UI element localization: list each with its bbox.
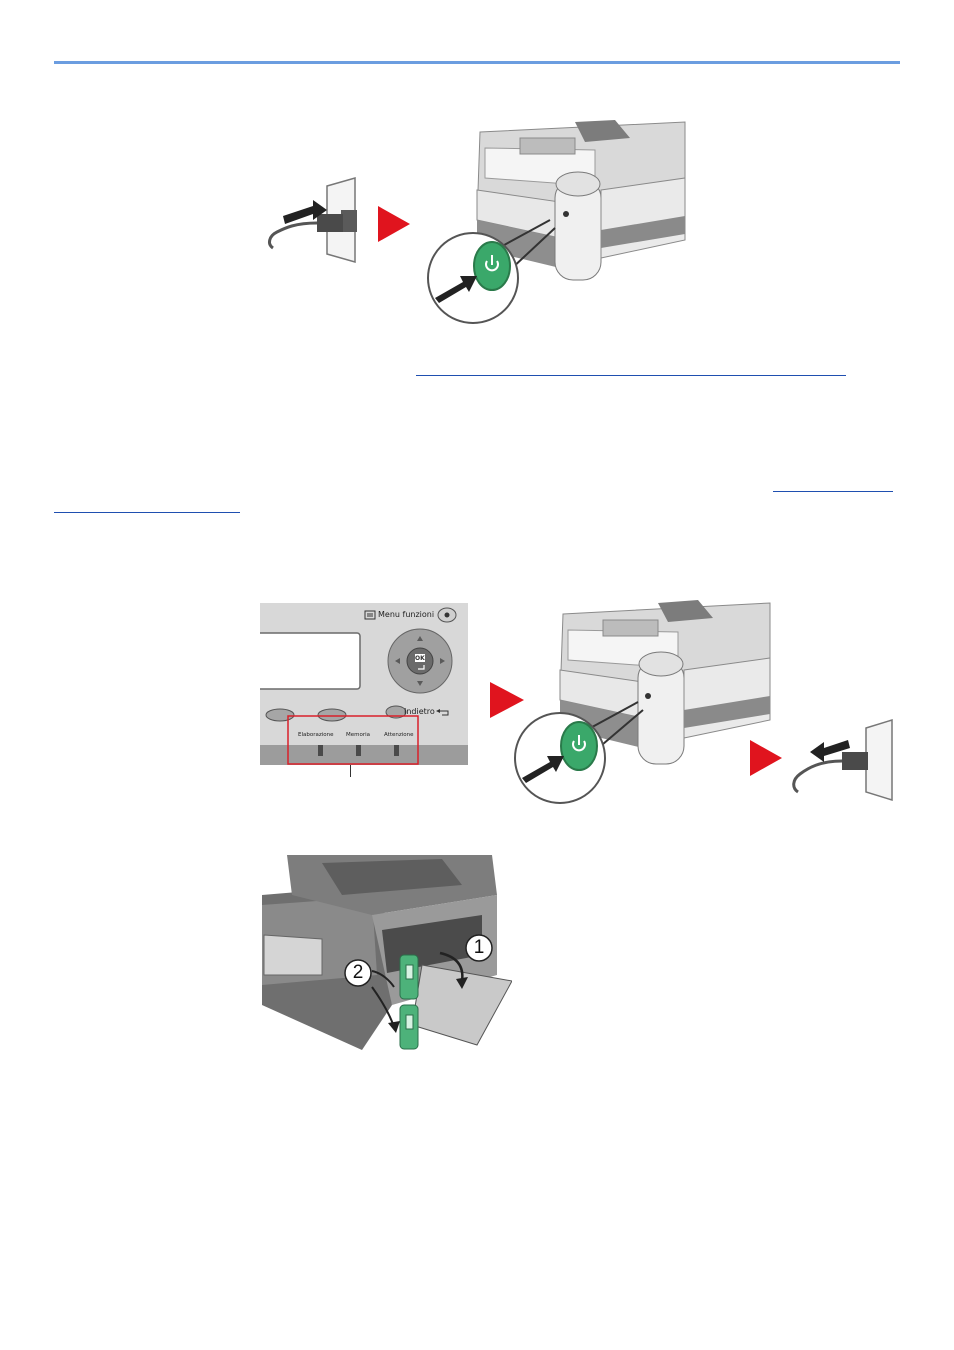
- step-arrow-icon: [490, 682, 524, 718]
- led-attention: [394, 745, 399, 756]
- led-memory: [356, 745, 361, 756]
- header-rule: [54, 61, 900, 64]
- led-label-attention: Attenzione: [384, 732, 414, 738]
- rear-cover-figure: 1 2: [262, 855, 512, 1060]
- menu-label: Menu funzioni: [378, 610, 434, 619]
- operation-panel-figure: Menu funzioni OK Indietro Elaborazione M…: [260, 603, 468, 765]
- callout-label-1: 1: [472, 937, 486, 959]
- right-select-button[interactable]: [318, 709, 346, 721]
- led-label-memory: Memoria: [346, 732, 370, 738]
- link-underline-2[interactable]: [773, 491, 893, 492]
- power-plug-icon: [794, 720, 892, 800]
- callout-label-2: 2: [351, 962, 365, 984]
- link-underline-1[interactable]: [416, 375, 846, 376]
- power-plug-icon: [270, 178, 357, 262]
- figure-power-off: [488, 600, 898, 805]
- led-processing: [318, 745, 323, 756]
- led-callout-line: [350, 765, 351, 777]
- left-select-button[interactable]: [266, 709, 294, 721]
- rear-guide-bottom: [400, 1005, 418, 1049]
- step-arrow-icon: [378, 206, 410, 242]
- led-label-processing: Elaborazione: [298, 732, 334, 738]
- figure-power-on: [255, 120, 695, 330]
- rear-guide-top: [400, 955, 418, 999]
- ok-label: OK: [415, 655, 425, 662]
- link-underline-3[interactable]: [54, 512, 240, 513]
- back-label: Indietro: [404, 707, 435, 716]
- step-arrow-icon: [750, 740, 782, 776]
